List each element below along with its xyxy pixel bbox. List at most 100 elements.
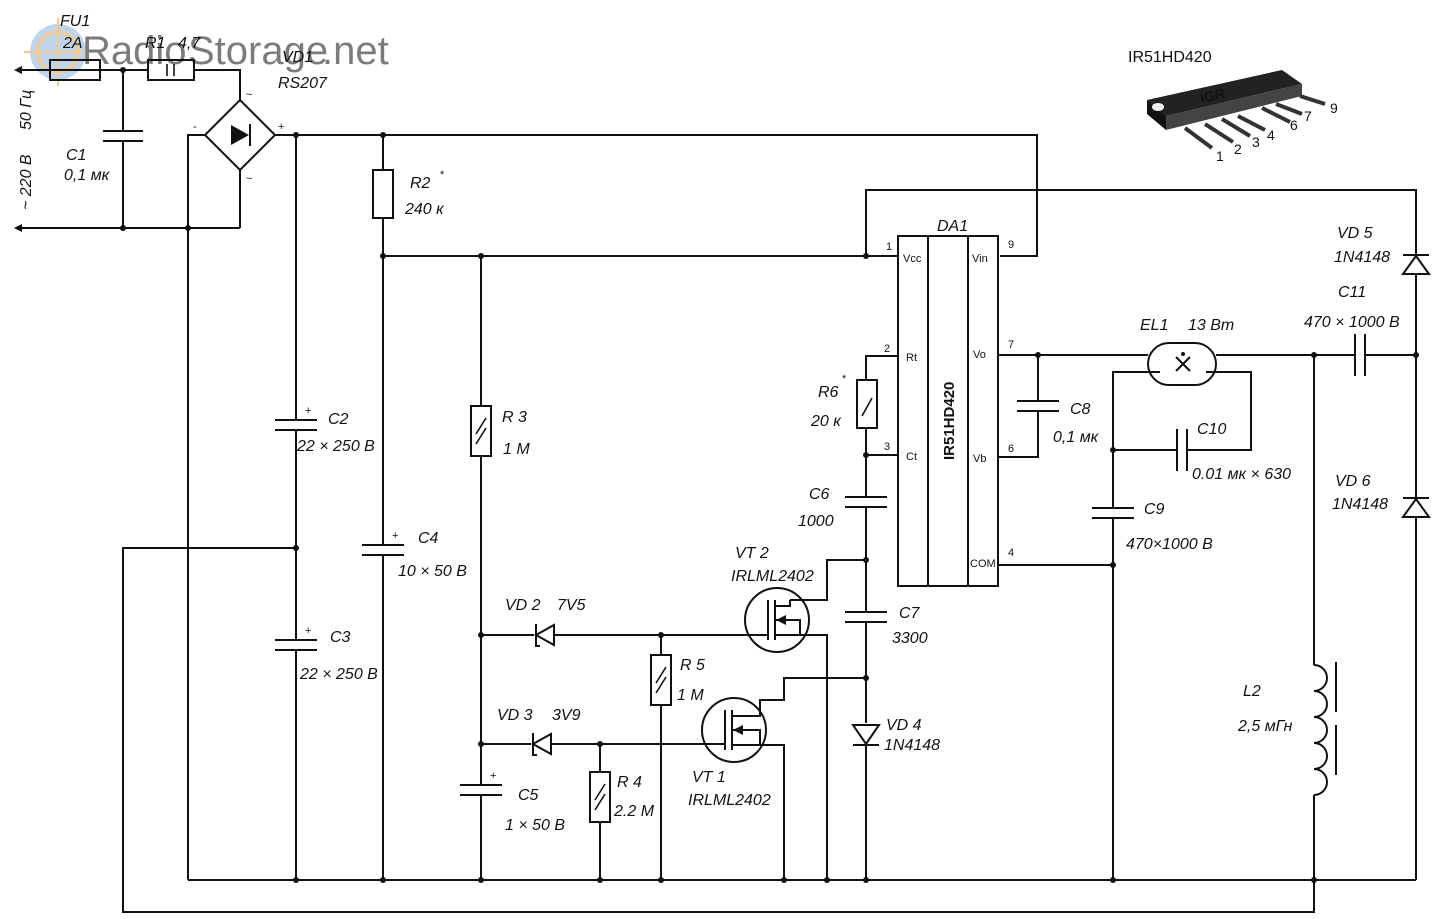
el1-value: 13 Вт bbox=[1188, 317, 1234, 334]
c2-value: 22 × 250 В bbox=[296, 438, 375, 455]
diode-vd6: VD 6 1N4148 bbox=[1332, 473, 1431, 880]
vt2-value: IRLML2402 bbox=[731, 568, 814, 585]
l2-ref: L2 bbox=[1243, 683, 1261, 700]
c6-value: 1000 bbox=[798, 513, 834, 530]
pkg-pin-9: 9 bbox=[1330, 100, 1338, 116]
resistor-r5: R 5 1 М bbox=[650, 635, 705, 880]
c8-ref: C8 bbox=[1070, 401, 1091, 418]
pin1-num: 1 bbox=[886, 241, 892, 253]
vd5-ref: VD 5 bbox=[1337, 225, 1373, 242]
diode-vd5: VD 5 1N4148 bbox=[1334, 225, 1431, 498]
c3-ref: C3 bbox=[330, 629, 351, 646]
pin3-num: 3 bbox=[884, 441, 890, 453]
vd3-value: 3V9 bbox=[552, 707, 581, 724]
capacitor-c3: + C3 22 × 250 В bbox=[275, 625, 378, 880]
pkg-pin-4: 4 bbox=[1267, 127, 1275, 143]
pin6-name: Vb bbox=[973, 453, 986, 465]
c4-plus: + bbox=[392, 530, 398, 542]
vt2-ref: VT 2 bbox=[735, 545, 769, 562]
capacitor-c1: C1 0,1 мк bbox=[64, 70, 143, 231]
bridge-rectifier-vd1: VD1 RS207 ~ ~ + - bbox=[193, 49, 328, 185]
transistor-vt1: VT 1 IRLML2402 bbox=[688, 677, 866, 880]
capacitor-c4: + C4 10 × 50 В bbox=[362, 530, 467, 880]
diode-vd4: VD 4 1N4148 bbox=[851, 717, 940, 880]
c4-ref: C4 bbox=[418, 530, 439, 547]
mains-voltage-label: ~ 220 В bbox=[18, 154, 35, 210]
pin4-num: 4 bbox=[1008, 547, 1014, 559]
package-illustration: IR51HD420 IGR 1 2 3 4 6 7 9 bbox=[1128, 49, 1338, 164]
capacitor-c9: C9 470×1000 В bbox=[1092, 501, 1213, 880]
pin9-num: 9 bbox=[1008, 239, 1014, 251]
da1-part: IR51HD420 bbox=[941, 382, 958, 460]
c4-value: 10 × 50 В bbox=[398, 563, 467, 580]
c10-value: 0.01 мк × 630 bbox=[1192, 466, 1291, 483]
inductor-l2: L2 2,5 мГн bbox=[1237, 355, 1337, 880]
bridge-plus-mark: + bbox=[278, 121, 284, 133]
capacitor-c11: C11 470 × 1000 В bbox=[1304, 284, 1416, 376]
pin7-num: 7 bbox=[1008, 339, 1014, 351]
r2-value: 240 к bbox=[404, 201, 445, 218]
c7-value: 3300 bbox=[892, 630, 928, 647]
pin1-name: Vcc bbox=[903, 253, 922, 265]
watermark-net: .net bbox=[322, 29, 389, 73]
pkg-pin-6: 6 bbox=[1290, 117, 1298, 133]
pkg-pin-3: 3 bbox=[1252, 134, 1260, 150]
el1-ref: EL1 bbox=[1140, 317, 1168, 334]
capacitor-c6: C6 1000 bbox=[798, 455, 887, 612]
r2-ref: R2 bbox=[410, 175, 431, 192]
r4-value: 2.2 М bbox=[613, 803, 655, 820]
vd2-ref: VD 2 bbox=[505, 597, 541, 614]
r2-mark: * bbox=[440, 169, 445, 181]
capacitor-c5: + C5 1 × 50 В bbox=[460, 770, 565, 880]
radio-logo-icon bbox=[24, 18, 92, 86]
pin2-name: Rt bbox=[906, 352, 917, 364]
fu1-value: 2А bbox=[62, 35, 83, 52]
resistor-r3: R 3 1 М bbox=[470, 256, 530, 785]
vd2-value: 7V5 bbox=[557, 597, 586, 614]
c8-value: 0,1 мк bbox=[1053, 429, 1100, 446]
capacitor-c2: + C2 22 × 250 В bbox=[275, 135, 375, 640]
watermark-radio: Radio bbox=[82, 29, 187, 73]
pkg-pin-2: 2 bbox=[1234, 141, 1242, 157]
bridge-minus-mark: - bbox=[193, 121, 197, 133]
pkg-pin-1: 1 bbox=[1216, 148, 1224, 164]
resistor-r6: R6 * 20 к bbox=[810, 355, 898, 455]
fu1-ref: FU1 bbox=[60, 13, 90, 30]
pin4-name: COM bbox=[970, 558, 996, 570]
pin3-name: Ct bbox=[906, 451, 917, 463]
pin2-num: 2 bbox=[884, 343, 890, 355]
r4-ref: R 4 bbox=[617, 774, 642, 791]
capacitor-c7: C7 3300 bbox=[845, 605, 928, 723]
zener-diode-vd2: VD 2 7V5 bbox=[481, 597, 740, 647]
bridge-ac2-mark: ~ bbox=[246, 173, 252, 185]
vd6-ref: VD 6 bbox=[1335, 473, 1371, 490]
transistor-vt2: VT 2 IRLML2402 bbox=[731, 545, 866, 880]
c1-value: 0,1 мк bbox=[64, 167, 111, 184]
r5-value: 1 М bbox=[677, 687, 704, 704]
zener-diode-vd3: VD 3 3V9 bbox=[481, 707, 703, 756]
c7-ref: C7 bbox=[899, 605, 921, 622]
watermark: Radio Storage .net bbox=[24, 18, 389, 86]
c5-plus: + bbox=[490, 770, 496, 782]
ic-da1: DA1 IR51HD420 1 Vcc 2 Rt 3 Ct 9 Vin 7 Vo… bbox=[884, 218, 1014, 587]
mains-freq-label: 50 Гц bbox=[18, 90, 35, 130]
capacitor-c10: C10 0.01 мк × 630 bbox=[1113, 421, 1291, 483]
vd4-value: 1N4148 bbox=[884, 737, 940, 754]
c2-plus: + bbox=[305, 405, 311, 417]
r3-value: 1 М bbox=[503, 441, 530, 458]
c10-ref: C10 bbox=[1197, 421, 1226, 438]
da1-ref: DA1 bbox=[937, 218, 968, 235]
package-name: IR51HD420 bbox=[1128, 49, 1212, 66]
bridge-ac1-mark: ~ bbox=[246, 89, 252, 101]
r5-ref: R 5 bbox=[680, 657, 705, 674]
lamp-el1: EL1 13 Вт bbox=[1140, 317, 1234, 386]
vd3-ref: VD 3 bbox=[497, 707, 533, 724]
c11-ref: C11 bbox=[1338, 284, 1366, 301]
pin7-name: Vo bbox=[973, 349, 986, 361]
r6-value: 20 к bbox=[810, 413, 842, 430]
c5-value: 1 × 50 В bbox=[505, 817, 565, 834]
mains-input: ~ 220 В 50 Гц bbox=[14, 66, 240, 232]
c5-ref: C5 bbox=[518, 787, 539, 804]
c6-ref: C6 bbox=[809, 486, 830, 503]
